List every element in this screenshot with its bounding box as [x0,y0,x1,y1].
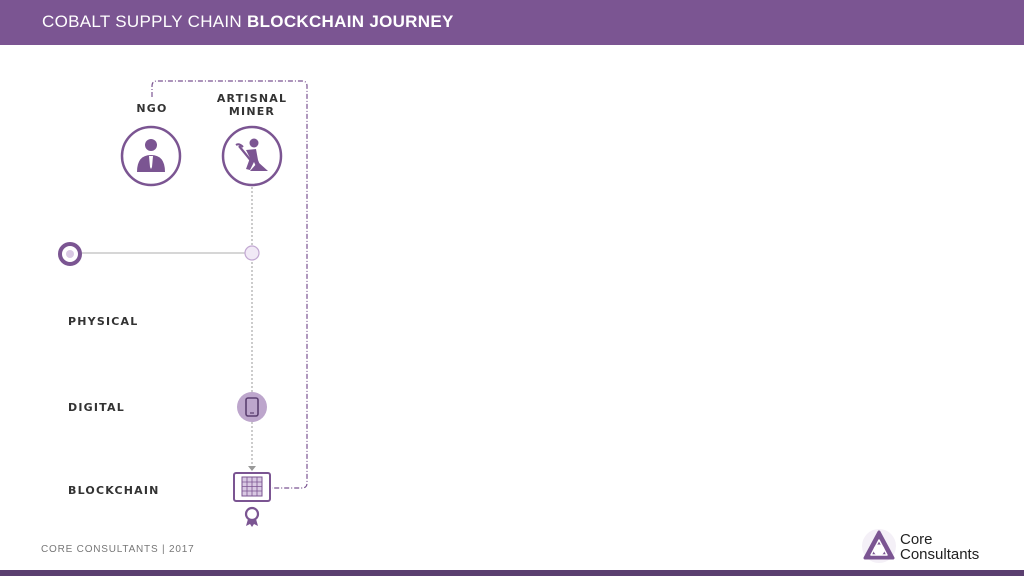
miner-digging-icon [235,138,268,171]
header-bar: COBALT SUPPLY CHAIN BLOCKCHAIN JOURNEY [0,0,1024,45]
arrowhead-icon [248,466,256,471]
feedback-loop-line [151,80,308,489]
row-label-digital: DIGITAL [68,401,125,414]
page-title-regular: COBALT SUPPLY CHAIN [42,12,248,31]
logo-wordmark: Core Consultants [900,532,979,562]
timeline-junction-node [244,245,260,261]
digital-node [237,392,267,422]
ledger-grid-icon [233,472,271,502]
miner-avatar [221,125,283,187]
row-label-physical: PHYSICAL [68,315,139,328]
blockchain-node [233,472,271,527]
core-consultants-logo-icon [862,529,896,563]
timeline-start-node-center [66,250,74,258]
journey-diagram [58,80,308,527]
row-label-blockchain: BLOCKCHAIN [68,484,160,497]
logo-line-1: Core [900,531,933,548]
logo-line-2: Consultants [900,546,980,563]
actor-label-artisanal-miner: ARTISNAL MINER [216,92,288,118]
person-tie-icon [137,139,165,172]
page-title: COBALT SUPPLY CHAIN BLOCKCHAIN JOURNEY [42,12,454,32]
page-title-bold: BLOCKCHAIN JOURNEY [247,12,454,31]
footer-copyright: CORE CONSULTANTS | 2017 [41,544,195,555]
smartphone-icon [245,397,259,417]
footer-bar [0,570,1024,576]
actor-label-ngo: NGO [136,102,168,115]
award-ribbon-icon [244,506,260,527]
ngo-avatar [120,125,182,187]
